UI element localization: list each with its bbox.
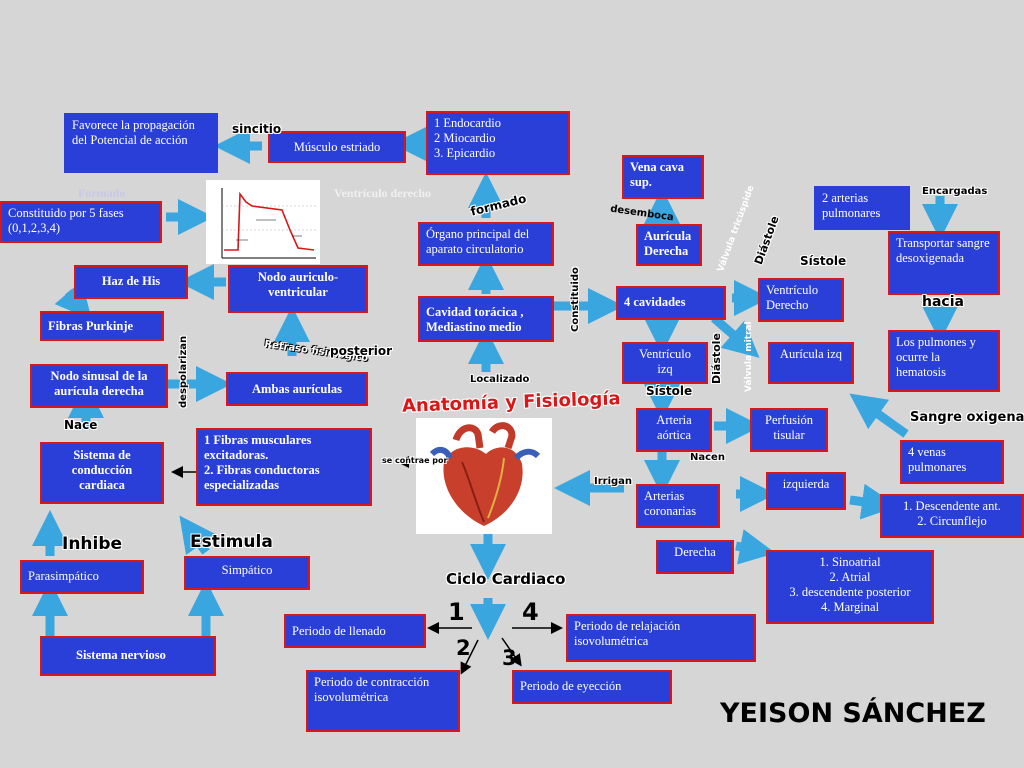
favorece-box: Favorece la propagación del Potencial de… [64,113,218,173]
label-sincitio: sincitio [232,122,281,136]
haz-his-box: Haz de His [74,265,188,299]
sistema-nervioso-box: Sistema nervioso [40,636,216,676]
fibras-purkinje-box: Fibras Purkinje [40,311,164,341]
derecha-box: Derecha [656,540,734,574]
label-sistole-1: Sístole [800,254,846,268]
ventriculo-izq-box: Ventrículo izq [622,342,708,384]
perfusion-box: Perfusión tisular [750,408,828,452]
label-inhibe: Inhibe [62,534,122,554]
nodo-sinusal-box: Nodo sinusal de la aurícula derecha [30,364,168,408]
label-posterior: posterior [330,344,392,358]
periodo-eyeccion-box: Periodo de eyección [512,670,672,704]
parasimpatico-box: Parasimpático [20,560,144,594]
fases-box: Constituido por 5 fases (0,1,2,3,4) [0,201,162,243]
label-irrigan: Irrigan [594,476,632,487]
author-name: YEISON SÁNCHEZ [720,698,986,729]
label-formado-faint: Formado [78,186,125,201]
izquierda-box: izquierda [766,472,846,510]
label-valvula-mitral: Válvula mitral [744,321,754,392]
cuatro-cavidades-box: 4 cavidades [616,286,726,320]
periodo-relajacion-box: Periodo de relajación isovolumétrica [566,614,756,662]
label-sistole-2: Sístole [646,384,692,398]
capas-box: 1 Endocardio 2 Miocardio 3. Epicardio [426,111,570,175]
action-potential-graph [206,180,320,264]
label-estimula: Estimula [190,532,273,552]
venas-pulmonares-box: 4 venas pulmonares [900,440,1004,484]
label-encargadas: Encargadas [922,186,987,197]
label-nacen: Nacen [690,452,725,463]
simpatico-box: Simpático [184,556,310,590]
transportar-box: Transportar sangre desoxigenada [888,231,1000,295]
label-diastole-2: Diástole [710,333,723,384]
nodo-av-box: Nodo auriculo-ventricular [228,265,368,313]
label-constituido: Constituido [570,267,581,332]
organo-box: Órgano principal del aparato circulatori… [418,222,554,266]
auricula-derecha-box: Aurícula Derecha [636,224,702,266]
label-nace: Nace [64,418,97,432]
step-4: 4 [522,598,539,626]
label-localizado: Localizado [470,374,529,385]
ambas-auriculas-box: Ambas aurículas [226,372,368,406]
step-2: 2 [456,636,471,660]
vena-cava-box: Vena cava sup. [622,155,704,199]
descendente-box: 1. Descendente ant. 2. Circunflejo [880,494,1024,538]
label-se-contrae: se contrae por [382,456,447,465]
ventriculo-derecho-box: Ventrículo Derecho [758,278,844,322]
sistema-conduccion-box: Sistema de conducción cardiaca [40,442,164,504]
step-3: 3 [502,646,517,670]
label-hacia: hacia [922,294,964,310]
musculo-estriado-box: Músculo estriado [268,131,406,163]
arterias-pulmonares-box: 2 arterias pulmonares [814,186,910,230]
periodo-llenado-box: Periodo de llenado [284,614,426,648]
ramas-derecha-box: 1. Sinoatrial 2. Atrial 3. descendente p… [766,550,934,624]
step-1: 1 [448,598,465,626]
fibras-musculares-box: 1 Fibras musculares excitadoras. 2. Fibr… [196,428,372,506]
pulmones-box: Los pulmones y ocurre la hematosis [888,330,1000,392]
periodo-contraccion-box: Periodo de contracción isovolumétrica [306,670,460,732]
label-sangre-oxigenada: Sangre oxigenada [910,410,1024,425]
label-ventriculo-derecho-faint: Ventrículo derecho [334,186,431,201]
arteria-aortica-box: Arteria aórtica [636,408,712,452]
arterias-coronarias-box: Arterias coronarias [636,484,720,528]
auricula-izq-box: Aurícula izq [768,342,854,384]
label-despolarizan: despolarizan [178,336,189,408]
label-ciclo-cardiaco: Ciclo Cardiaco [446,570,565,588]
cavidad-box: Cavidad torácica , Mediastino medio [418,296,554,342]
heart-illustration [416,418,552,534]
